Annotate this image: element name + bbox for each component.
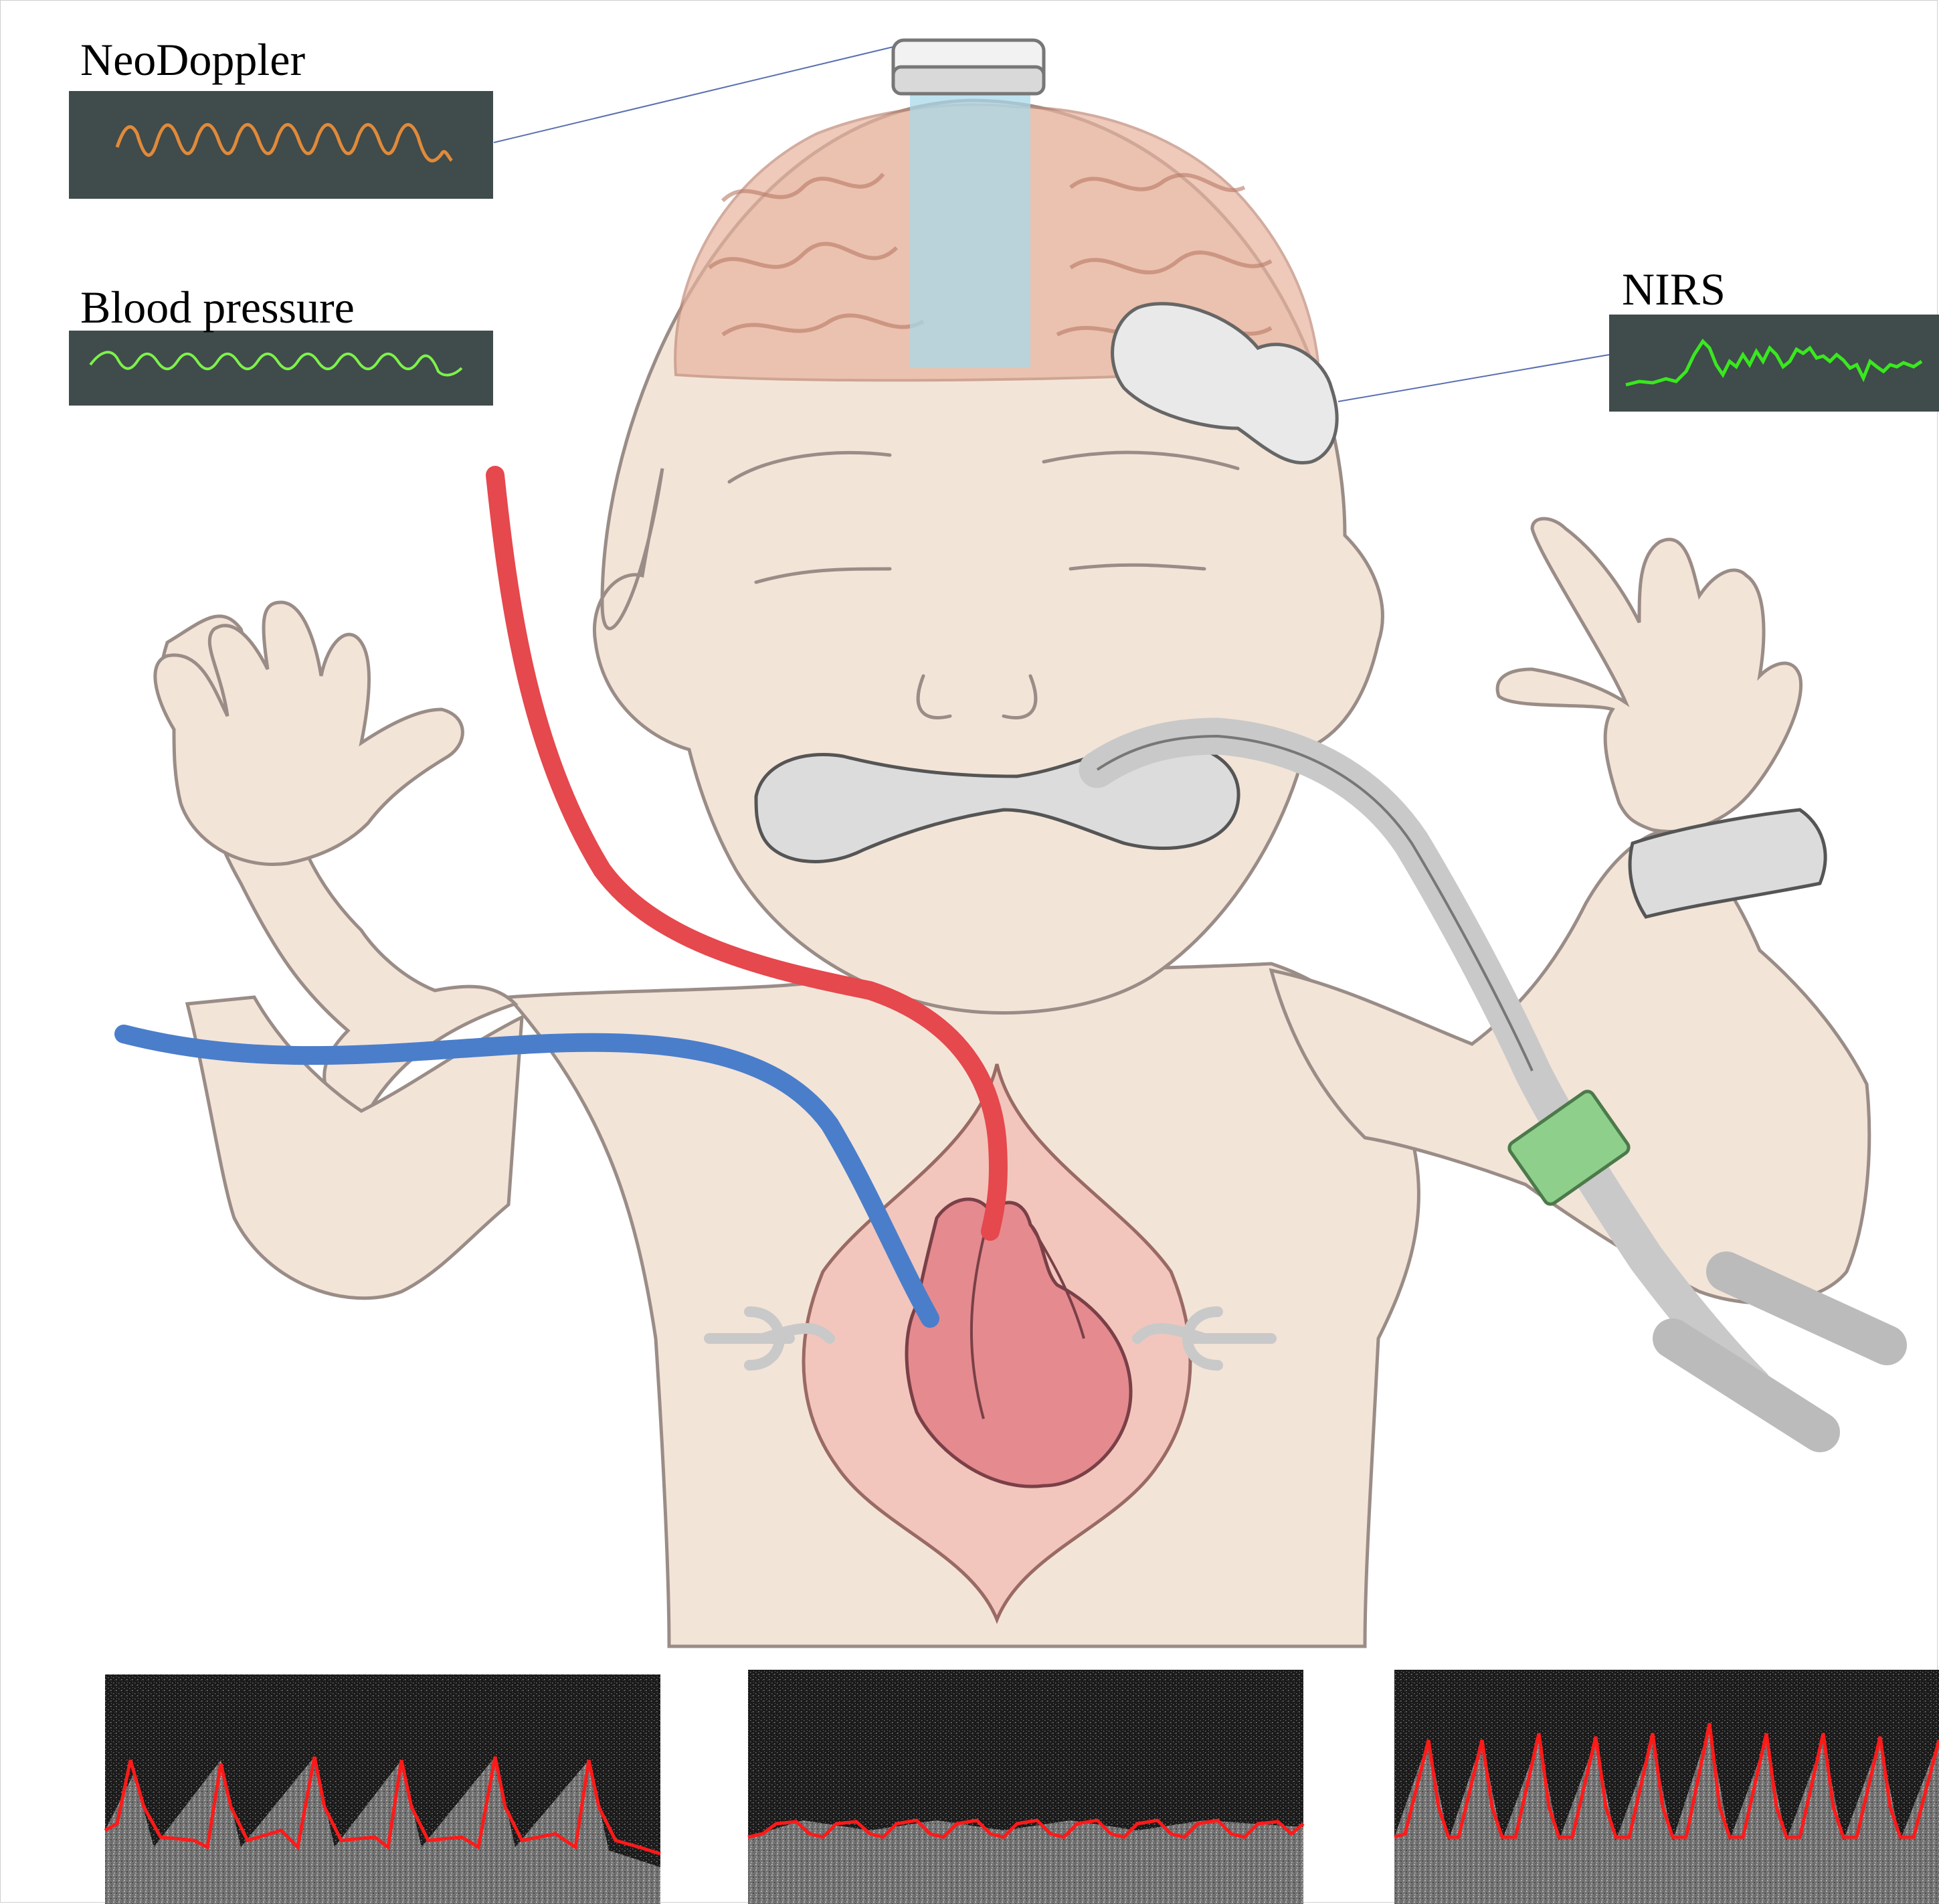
doppler-spectrogram-2 (748, 1670, 1303, 1904)
nirs-label: NIRS (1622, 266, 1726, 312)
neodoppler-panel (69, 91, 493, 199)
doppler-spectrogram-3 (1394, 1670, 1939, 1904)
neodoppler-label: NeoDoppler (80, 37, 305, 82)
doppler-beam (910, 87, 1030, 368)
blood-pressure-label: Blood pressure (80, 284, 355, 330)
doppler-spectrogram-1 (105, 1674, 660, 1904)
nirs-connector (1338, 355, 1609, 402)
neodoppler-probe-icon (893, 40, 1044, 94)
right-hand (1497, 519, 1801, 832)
